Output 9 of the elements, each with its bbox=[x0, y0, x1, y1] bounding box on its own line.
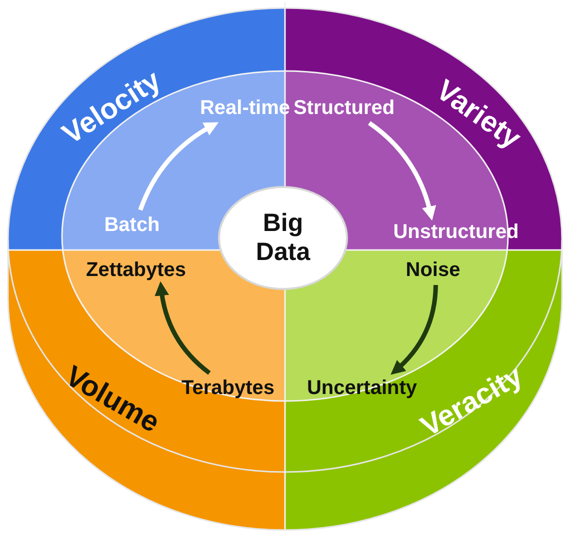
curved-arrow bbox=[390, 284, 438, 375]
curved-arrow bbox=[138, 122, 218, 211]
curved-arrow bbox=[154, 281, 211, 375]
stage-label: Structured bbox=[293, 97, 395, 119]
stage-label: Noise bbox=[406, 259, 460, 281]
center-title: Big Data bbox=[254, 209, 312, 267]
stage-label: Batch bbox=[104, 214, 160, 236]
stage-label: Zettabytes bbox=[86, 259, 186, 281]
curved-arrow bbox=[368, 121, 436, 221]
